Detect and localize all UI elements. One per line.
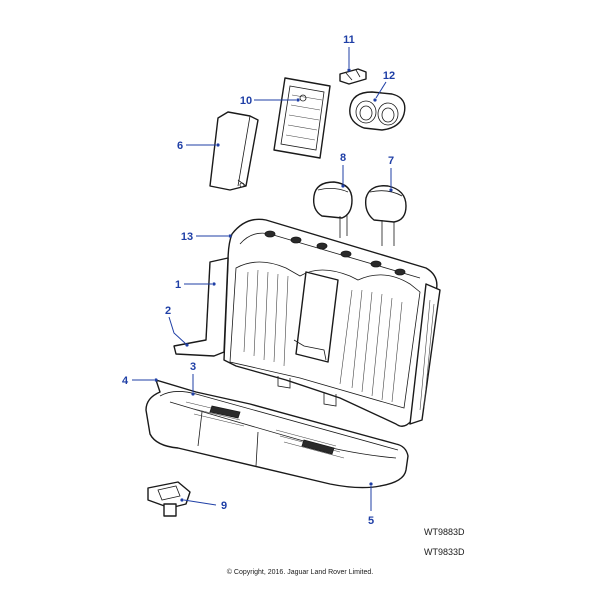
callout-10: 10 [240, 95, 252, 107]
part-7-headrest [364, 185, 407, 246]
callout-12: 12 [383, 70, 395, 82]
callout-2: 2 [165, 305, 171, 317]
part-9-latch [147, 481, 191, 517]
part-1-seat-back [223, 218, 441, 427]
part-12-cupholder [349, 91, 406, 131]
reference-code-primary: WT9883D [424, 527, 465, 537]
part-2-side-bolster [173, 257, 229, 357]
copyright-notice: © Copyright, 2016. Jaguar Land Rover Lim… [226, 569, 374, 576]
callout-labels: 11 12 10 6 8 7 13 1 2 4 3 5 9 [122, 34, 395, 527]
callout-4: 4 [122, 375, 129, 387]
part-11-clip [339, 68, 367, 85]
callout-8: 8 [340, 152, 346, 164]
callout-3: 3 [190, 361, 196, 373]
callout-9: 9 [221, 500, 227, 512]
callout-13: 13 [181, 231, 193, 243]
part-8-headrest [312, 181, 353, 238]
callout-1: 1 [175, 279, 181, 291]
reference-code-secondary: WT9833D [424, 547, 465, 557]
callout-7: 7 [388, 155, 394, 167]
part-10-armrest-panel [273, 77, 331, 159]
part-5-seat-cushion [145, 379, 409, 489]
callout-5: 5 [368, 515, 374, 527]
leader-lines [132, 47, 393, 511]
part-6-armrest [209, 111, 259, 191]
callout-6: 6 [177, 140, 183, 152]
callout-11: 11 [343, 34, 355, 46]
